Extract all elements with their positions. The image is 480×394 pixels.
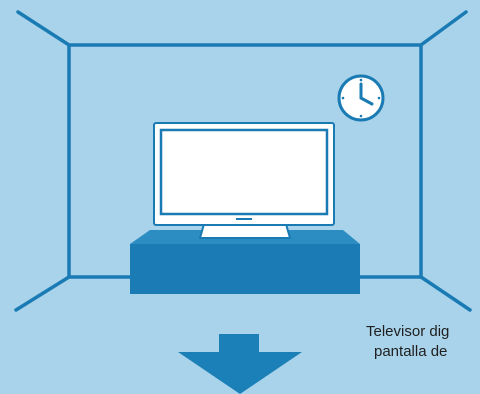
clock-icon	[339, 76, 383, 120]
tv-cabinet	[130, 230, 360, 294]
tv-caption: Televisor dig pantalla de	[360, 322, 480, 362]
caption-line-2: pantalla de	[360, 342, 480, 362]
television-icon	[154, 123, 334, 238]
arrow-down-icon	[178, 334, 302, 394]
tv-stand	[200, 224, 290, 238]
room-edge-bottom-right	[421, 277, 470, 310]
room-edge-top-left	[18, 12, 69, 45]
room-edge-bottom-left	[16, 277, 69, 310]
room-edge-top-right	[421, 12, 466, 45]
caption-line-1: Televisor dig	[360, 322, 480, 342]
tv-screen	[161, 130, 327, 214]
tv-logo	[236, 218, 252, 220]
